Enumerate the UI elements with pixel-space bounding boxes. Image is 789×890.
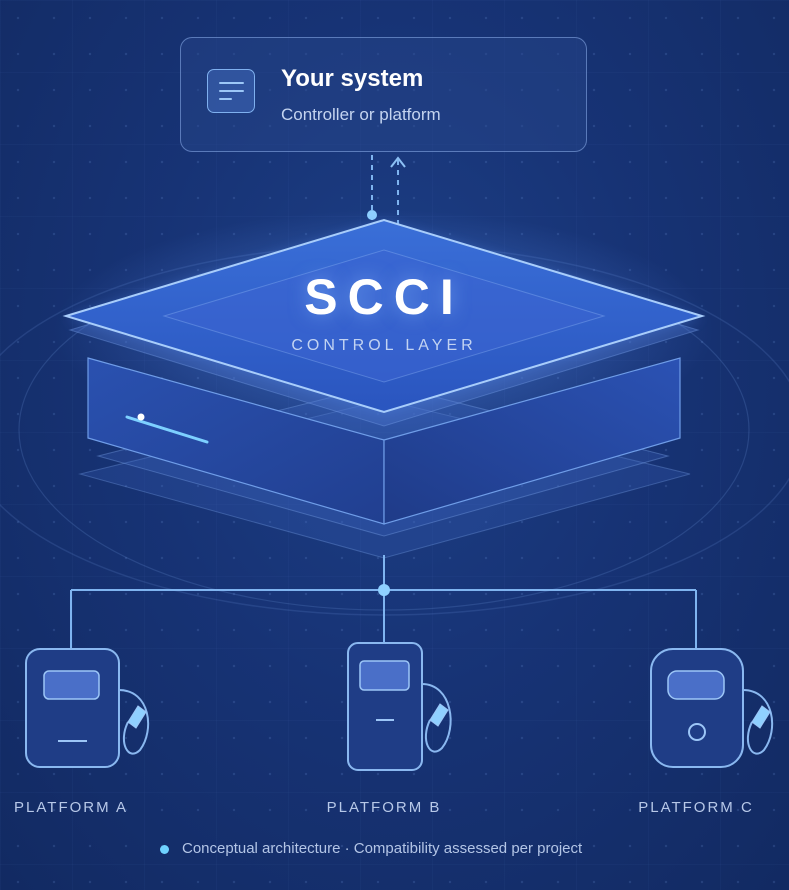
platform-c-label: PLATFORM C [638,799,754,816]
system-card: Your system Controller or platform [180,37,587,152]
document-lines-icon [207,69,255,113]
core-box-indicator-line [125,415,209,444]
charger-icon [650,648,774,768]
link-node-dot [367,210,377,220]
system-title: Your system [281,65,424,92]
uplink-arrow-icon [390,156,406,168]
bus-junction-dot [378,584,390,596]
core-subtitle: CONTROL LAYER [291,337,477,354]
footer-text: Conceptual architecture · Compatibility … [182,840,583,857]
core-box-indicator-dot [137,413,145,421]
charger-icon [25,648,150,768]
platform-b-label: PLATFORM B [326,799,442,816]
platform-a-label: PLATFORM A [14,799,128,816]
core-box-right-face [383,357,681,525]
core-top-inner-diamond [162,249,606,383]
system-subtitle: Controller or platform [281,105,441,124]
charger-icon [347,642,452,771]
core-title: SCCI [304,269,464,325]
footer-bullet-icon [160,845,169,854]
